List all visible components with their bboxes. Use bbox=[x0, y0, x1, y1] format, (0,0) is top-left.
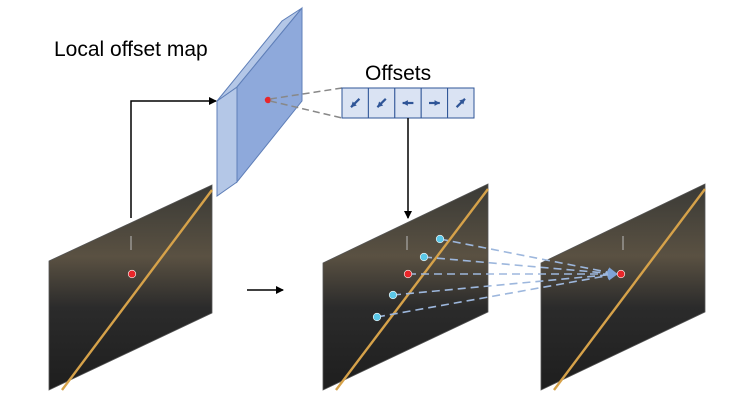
offset-arrow-head bbox=[459, 98, 465, 105]
connector-arrow-to-map bbox=[130, 97, 217, 218]
local-offset-map bbox=[216, 6, 303, 197]
road-image-right bbox=[540, 183, 706, 391]
road-image-middle bbox=[322, 183, 489, 391]
zoom-line-bottom bbox=[269, 100, 343, 119]
correspondence-line bbox=[423, 256, 618, 279]
road-surface bbox=[322, 183, 489, 391]
cyan-offset-point bbox=[388, 290, 398, 300]
lane-marking bbox=[553, 188, 706, 391]
offset-cell bbox=[341, 87, 369, 119]
road-surface bbox=[48, 184, 213, 391]
offsets-title: Offsets bbox=[365, 62, 431, 85]
red-sample-point bbox=[403, 269, 413, 279]
offset-map-side bbox=[216, 86, 238, 197]
offset-cell bbox=[367, 87, 396, 119]
target-red-point bbox=[616, 269, 626, 279]
road-image-left bbox=[48, 184, 213, 391]
offset-map-face bbox=[236, 6, 303, 184]
cyan-offset-point bbox=[372, 312, 382, 322]
lane-marking bbox=[335, 188, 489, 391]
red-sample-point bbox=[127, 269, 137, 279]
correspondence-points bbox=[372, 234, 626, 322]
zoom-line-top bbox=[269, 87, 343, 100]
correspondence-lines bbox=[376, 238, 618, 318]
cyan-offset-point bbox=[419, 252, 429, 262]
lane-marking bbox=[61, 189, 213, 391]
correspondence-line bbox=[439, 238, 618, 278]
map-sample-point bbox=[264, 96, 272, 104]
offsets-strip bbox=[341, 87, 475, 119]
road-surface bbox=[540, 183, 706, 391]
cyan-offset-point bbox=[435, 234, 445, 244]
offset-map-title: Local offset map bbox=[54, 38, 208, 61]
offset-arrow-head bbox=[351, 101, 357, 108]
offset-arrow-head bbox=[434, 100, 440, 106]
offset-arrow-head bbox=[402, 100, 408, 106]
offset-arrow-head bbox=[377, 101, 384, 108]
correspondence-line bbox=[392, 269, 618, 296]
correspondence-line bbox=[376, 270, 618, 318]
